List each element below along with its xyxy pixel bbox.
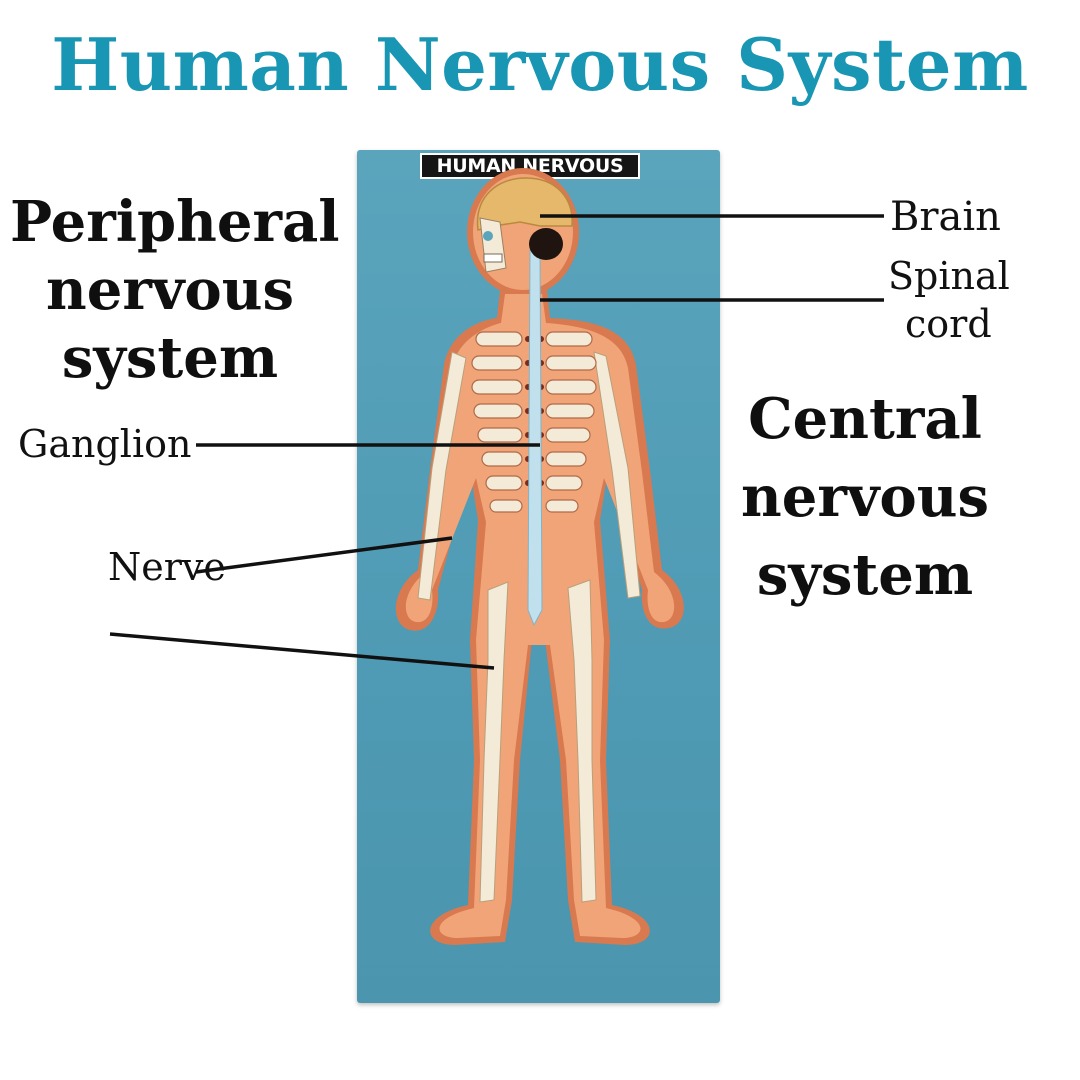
central-heading-line2: nervous xyxy=(741,464,989,530)
peripheral-heading-line2: nervous xyxy=(46,257,294,323)
nerve-leader-line-upper xyxy=(195,536,453,574)
skull-face xyxy=(479,217,507,273)
nerve-leader-line-lower xyxy=(109,632,495,670)
brain-label: Brain xyxy=(890,194,1001,240)
page-title: Human Nervous System xyxy=(51,22,1029,107)
central-heading-line3: system xyxy=(756,542,974,608)
spinal-cord-label-line2: cord xyxy=(905,302,992,346)
spinal-cord-label-line1: Spinal xyxy=(888,254,1010,298)
nerve-label: Nerve xyxy=(108,545,226,589)
peripheral-nerve-strips xyxy=(417,351,641,903)
intercostal-nerves xyxy=(471,331,597,513)
peripheral-heading-line1: Peripheral xyxy=(10,189,340,255)
ganglion-label: Ganglion xyxy=(18,422,192,466)
peripheral-heading-line3: system xyxy=(61,325,279,391)
central-heading: Central nervous system xyxy=(730,380,1000,614)
spinal-cord xyxy=(527,249,543,627)
peripheral-heading: Peripheral nervous system xyxy=(10,188,340,392)
central-heading-line1: Central xyxy=(748,386,982,452)
leader-lines xyxy=(109,214,884,670)
